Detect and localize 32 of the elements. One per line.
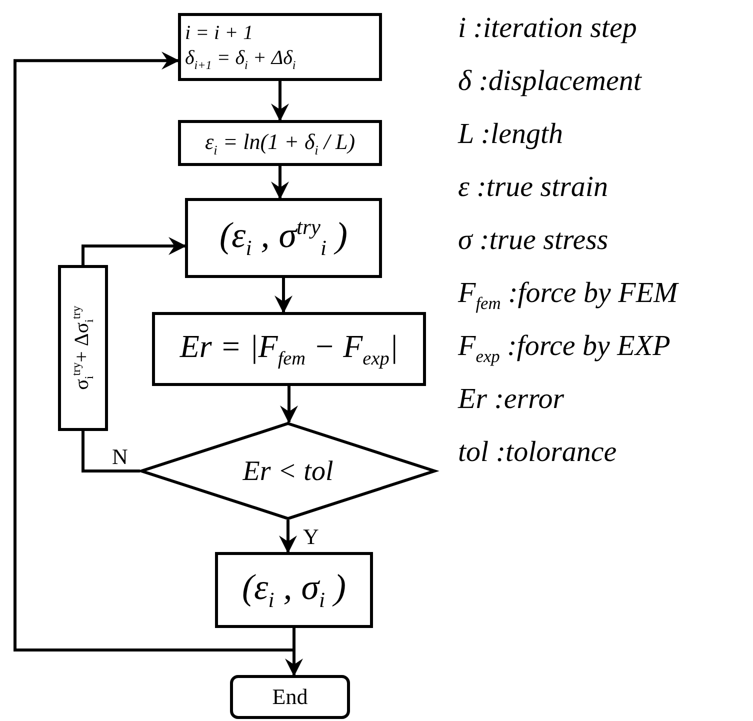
legend-note: F$_{fem}$ :force by FEM (458, 279, 678, 312)
legend-note: tol :tolorance (458, 438, 617, 467)
legend-note: σ :true stress (458, 226, 608, 255)
formula-text: ε$_{i}$ = ln(1 + δ$_{i}$ / L) (204, 128, 356, 158)
arrow (271, 166, 289, 200)
legend-note: Er :error (458, 385, 564, 414)
formula-text: (ε$_{i}$ , σ$^{try}$$_{i}$ ) (220, 214, 348, 263)
arrow (82, 237, 186, 265)
connector-line (82, 431, 140, 472)
process-box (178, 13, 382, 81)
arrow (279, 520, 297, 554)
process-box (215, 552, 373, 628)
arrow (14, 52, 296, 652)
arrow (271, 81, 289, 122)
formula-text: (ε$_{i}$ , σ$_{i}$ ) (242, 566, 346, 615)
formula-text: δ$_{i+1}$ = δ$_{i}$ + Δδ$_{i}$ (185, 46, 296, 73)
legend-note: i :iteration step (458, 14, 637, 43)
legend-note: F$_{exp}$ :force by EXP (458, 332, 670, 366)
legend-note: L :length (458, 120, 563, 149)
process-box (58, 265, 108, 431)
legend-note: ε :true strain (458, 173, 608, 202)
process-box (185, 198, 382, 278)
formula-text: Er < tol (242, 454, 334, 488)
legend-note: δ :displacement (458, 67, 642, 96)
arrow (274, 278, 292, 314)
formula-text: Er = |F$_{fem}$ − F$_{exp}$| (180, 327, 398, 372)
formula-text: End (272, 683, 308, 711)
process-box (152, 312, 426, 386)
arrow (280, 386, 298, 424)
terminal-box (230, 675, 350, 719)
process-box (178, 120, 382, 166)
formula-text: i = i + 1 (185, 21, 254, 46)
